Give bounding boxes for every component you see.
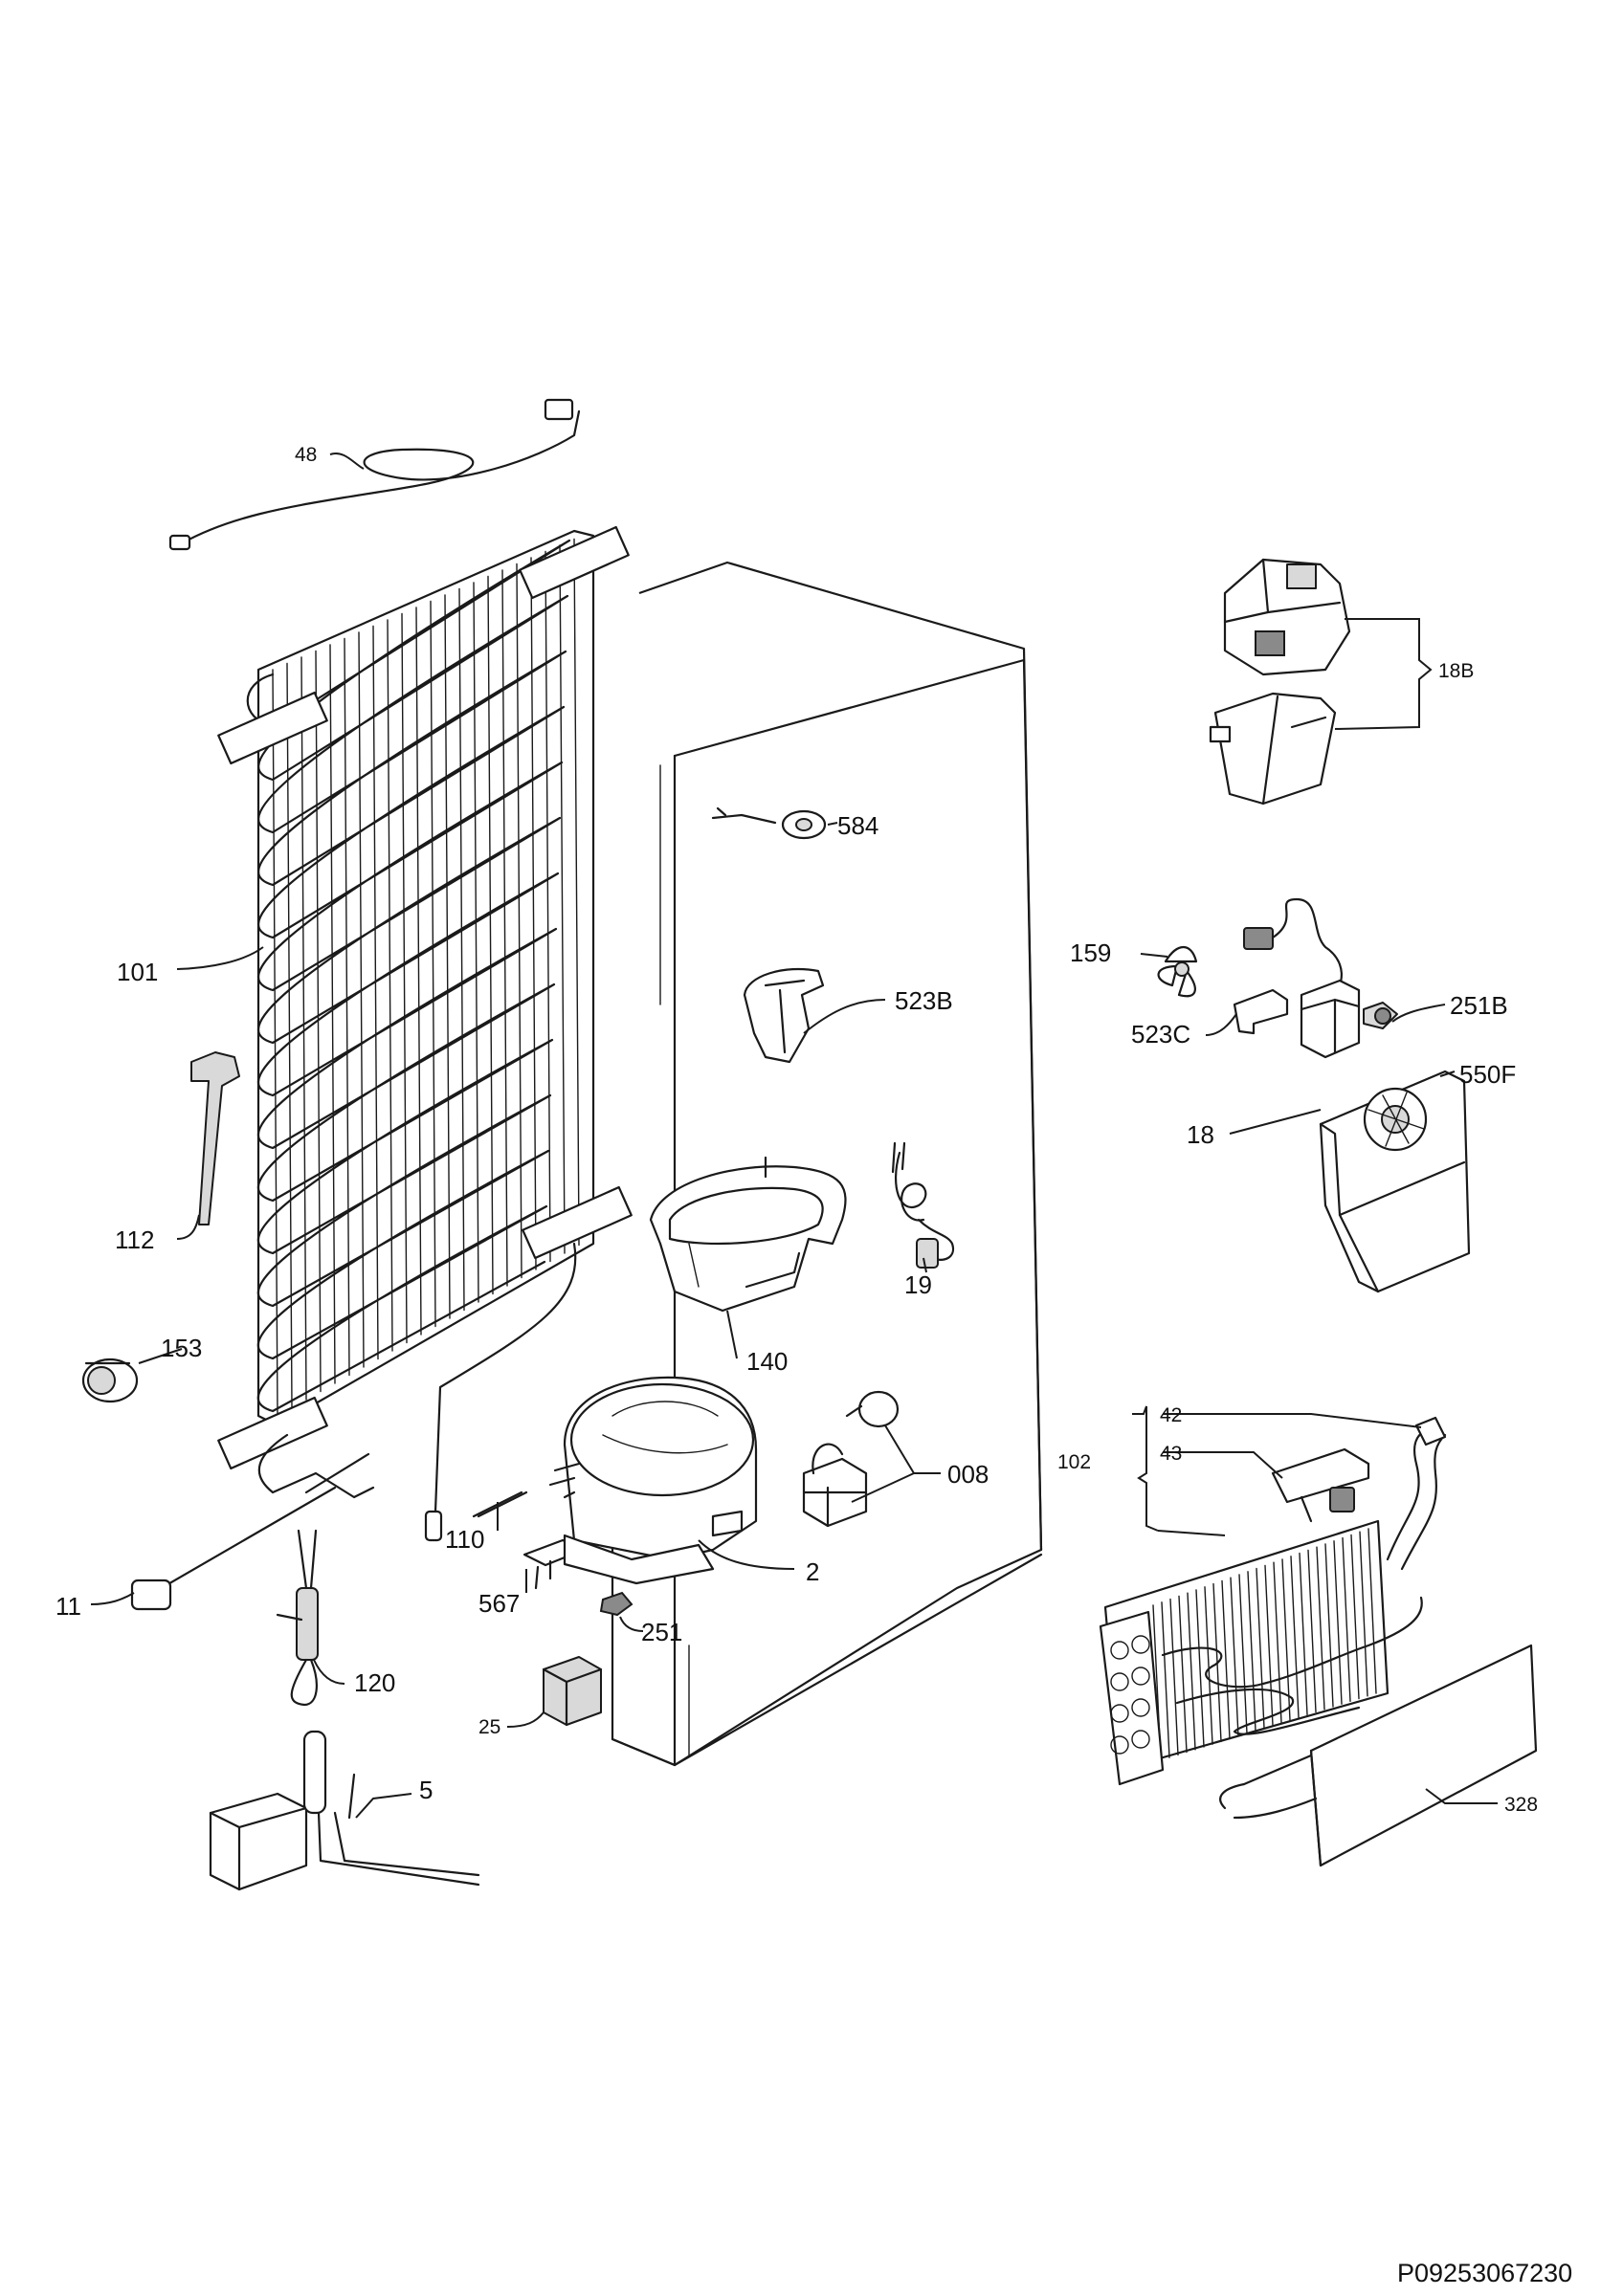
- callout-251: 251: [641, 1618, 682, 1646]
- callout-251b: 251B: [1450, 991, 1508, 1020]
- condenser-coil: [217, 525, 633, 1542]
- spacer-tube: [190, 1051, 240, 1225]
- fan-motor-assembly: [1157, 897, 1398, 1059]
- callout-43: 43: [1160, 1443, 1182, 1465]
- callout-112: 112: [115, 1225, 154, 1254]
- control-timer-module: [1209, 558, 1351, 806]
- defrost-heater-coil: [891, 1141, 955, 1269]
- callout-102: 102: [1057, 1451, 1091, 1473]
- callout-18: 18: [1187, 1120, 1214, 1149]
- callout-328: 328: [1504, 1794, 1538, 1816]
- leader-lines: [90, 453, 1498, 1819]
- drawing-code: P09253067230: [1397, 2259, 1572, 2287]
- fan-cover-panel: [1319, 1070, 1471, 1293]
- callout-25: 25: [478, 1716, 500, 1738]
- compressor: [548, 1376, 758, 1585]
- callout-550f: 550F: [1459, 1060, 1516, 1089]
- callout-18b: 18B: [1438, 660, 1474, 682]
- callout-153: 153: [161, 1334, 202, 1362]
- callout-11: 11: [56, 1592, 81, 1621]
- filter-cap: [81, 1358, 139, 1403]
- drip-tray: [649, 1156, 847, 1313]
- callout-2: 2: [806, 1557, 819, 1586]
- callout-5: 5: [419, 1776, 433, 1804]
- evaporator-assembly: [1099, 1416, 1447, 1786]
- start-relay: [542, 1656, 603, 1727]
- bracket-523b: [743, 967, 825, 1064]
- callout-159: 159: [1070, 938, 1111, 967]
- cabinet-body: [611, 561, 1043, 1767]
- callout-19: 19: [904, 1270, 932, 1299]
- callout-110: 110: [445, 1525, 484, 1554]
- callout-42: 42: [1160, 1404, 1182, 1426]
- callout-101: 101: [117, 958, 158, 986]
- solenoid-valve: [209, 1730, 480, 1891]
- callout-140: 140: [746, 1347, 788, 1376]
- drain-hose: [168, 398, 581, 551]
- callout-523c: 523C: [1131, 1020, 1190, 1049]
- dryer-filter: [130, 1452, 370, 1611]
- thermal-protector: [802, 1390, 900, 1528]
- callout-523b: 523B: [895, 986, 953, 1015]
- lamp-holder: [711, 806, 827, 840]
- callout-008: 008: [947, 1460, 989, 1489]
- evaporator-heater-plate: [1219, 1644, 1538, 1867]
- callout-48: 48: [295, 444, 317, 466]
- callout-labels: 48 101 112 153 11 120 5 25 110 567 251 2…: [56, 444, 1538, 1816]
- capillary-heater: [276, 1529, 319, 1707]
- callout-584: 584: [837, 811, 878, 840]
- callout-567: 567: [478, 1589, 520, 1618]
- callout-120: 120: [354, 1668, 395, 1697]
